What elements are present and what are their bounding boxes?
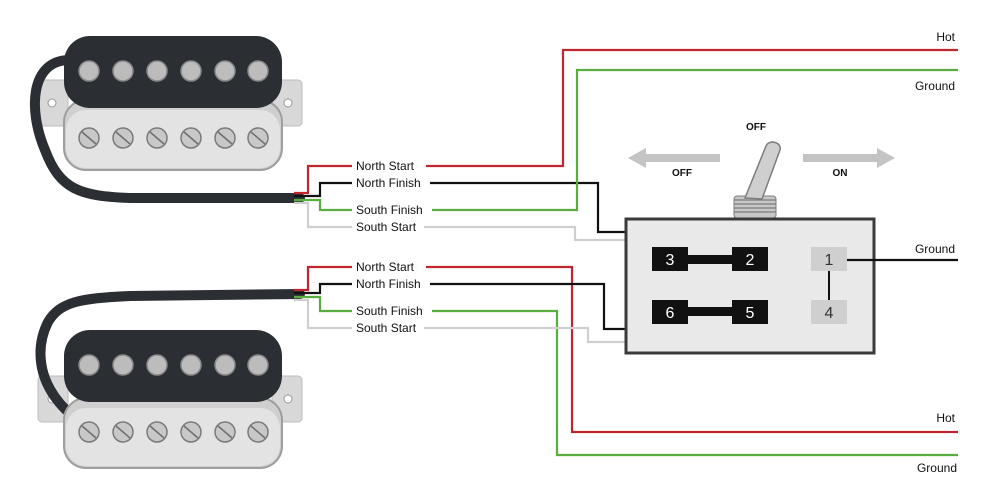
top-wire-labels: North Start North Finish South Finish So… <box>352 158 432 234</box>
label-top-north-finish: North Finish <box>356 176 421 190</box>
wire-top-north-start <box>294 48 958 195</box>
terminal-6[interactable]: 6 <box>652 300 688 324</box>
label-switch-ground: Ground <box>915 242 955 256</box>
bottom-pickup-pole-pieces <box>78 354 269 376</box>
terminal-3-label: 3 <box>666 252 675 269</box>
on-arrow-label: ON <box>833 168 848 179</box>
terminal-6-label: 6 <box>666 305 675 322</box>
label-top-south-start: South Start <box>356 220 417 234</box>
label-bottom-hot: Hot <box>936 411 955 425</box>
wire-bottom-north-start <box>294 265 958 434</box>
label-bottom-north-start: North Start <box>356 260 415 274</box>
toggle-switch[interactable]: 3 2 6 5 1 4 <box>624 141 958 355</box>
top-humbucker-pickup <box>30 36 305 203</box>
bottom-humbucker-pickup <box>35 289 305 469</box>
label-bottom-south-finish: South Finish <box>356 304 423 318</box>
terminal-2-label: 2 <box>746 252 755 269</box>
terminal-4-label: 4 <box>825 305 834 322</box>
terminal-2[interactable]: 2 <box>732 247 768 271</box>
bottom-pickup-screws <box>78 421 269 443</box>
output-labels: Hot Ground Ground Hot Ground <box>915 30 957 475</box>
terminal-1[interactable]: 1 <box>811 247 847 271</box>
terminal-3[interactable]: 3 <box>652 247 688 271</box>
off-arrow-label: OFF <box>672 168 692 179</box>
label-bottom-south-start: South Start <box>356 321 417 335</box>
label-top-north-start: North Start <box>356 159 415 173</box>
terminal-4[interactable]: 4 <box>811 300 847 324</box>
terminal-1-label: 1 <box>825 252 834 269</box>
top-pickup-pole-pieces <box>78 60 269 82</box>
on-arrow <box>803 148 895 168</box>
label-bottom-north-finish: North Finish <box>356 277 421 291</box>
terminal-5[interactable]: 5 <box>732 300 768 324</box>
wire-top-south-finish <box>294 68 958 212</box>
wire-bottom-south-finish <box>294 295 958 457</box>
switch-body <box>624 217 876 355</box>
off-arrow <box>628 148 720 168</box>
switch-lever[interactable] <box>733 141 781 219</box>
label-top-south-finish: South Finish <box>356 203 423 217</box>
switch-lever-label: OFF <box>746 122 766 133</box>
bottom-wire-labels: North Start North Finish South Finish So… <box>352 259 432 335</box>
top-pickup-screws <box>78 127 269 149</box>
label-top-hot: Hot <box>936 30 955 44</box>
label-top-ground: Ground <box>915 79 955 93</box>
terminal-5-label: 5 <box>746 305 755 322</box>
label-bottom-ground: Ground <box>917 461 957 475</box>
